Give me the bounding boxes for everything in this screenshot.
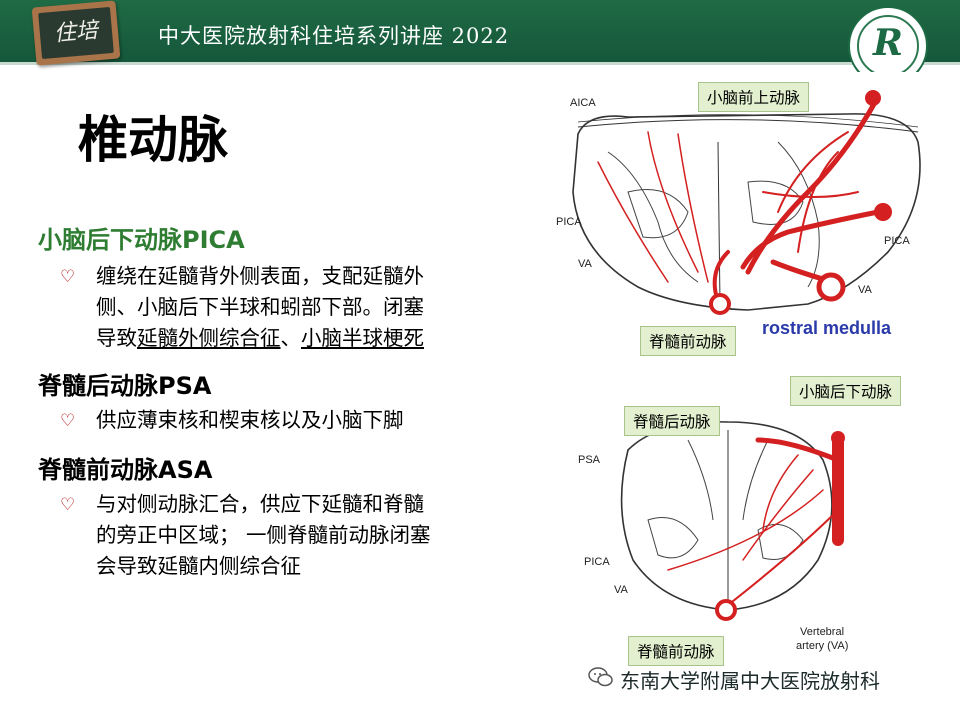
rostral-medulla-diagram	[548, 72, 948, 362]
diagram-caption: rostral medulla	[762, 318, 892, 338]
bullet-pica: ♡ 缠绕在延髓背外侧表面，支配延髓外 侧、小脑后下半球和蚓部下部。闭塞 导致延髓…	[38, 261, 548, 354]
sca-vessel-end	[865, 90, 881, 106]
label-box-asa-bottom: 脊髓前动脉	[628, 636, 724, 666]
underlined-term: 延髓外侧综合征	[137, 326, 281, 350]
bullet-line: 供应薄束核和楔束核以及小脑下脚	[96, 408, 404, 432]
medulla-outline	[572, 113, 921, 311]
footer-watermark: 东南大学附属中大医院放射科	[620, 669, 880, 693]
section-heading-psa: 脊髓后动脉PSA	[38, 372, 212, 400]
label-va: VA	[614, 584, 628, 596]
badge-text: 住培	[38, 6, 114, 60]
logo-letter: R	[873, 22, 903, 64]
caudal-medulla-diagram	[568, 400, 898, 650]
section-heading-asa: 脊髓前动脉ASA	[38, 456, 213, 484]
section-heading-pica: 小脑后下动脉PICA	[38, 226, 245, 254]
pica-vessel-end	[831, 431, 845, 445]
header-divider	[0, 62, 960, 65]
bullet-line: 与对侧动脉汇合，供应下延髓和脊髓	[96, 492, 424, 516]
bullet-line: 侧、小脑后下半球和蚓部下部。闭塞	[96, 295, 424, 319]
label-vertebral-2: artery (VA)	[796, 640, 849, 652]
label-box-psa: 脊髓后动脉	[624, 406, 720, 436]
asa-vessel-ring	[709, 293, 731, 315]
bullet-line: 导致延髓外侧综合征、小脑半球梗死	[96, 323, 548, 354]
bullet-line: 的旁正中区域； 一侧脊髓前动脉闭塞	[96, 523, 431, 547]
artery-branches	[667, 434, 844, 606]
label-psa: PSA	[578, 454, 601, 466]
medulla-outline	[620, 421, 833, 611]
label-vertebral-1: Vertebral	[800, 626, 845, 638]
label-va-left: VA	[578, 258, 592, 270]
bullet-line-text: 导致	[96, 326, 137, 350]
wechat-icon	[588, 667, 613, 687]
label-box-asa-top: 脊髓前动脉	[640, 326, 736, 356]
heart-bullet-icon: ♡	[60, 411, 76, 431]
bullet-psa: ♡ 供应薄束核和楔束核以及小脑下脚	[38, 405, 548, 436]
underlined-term: 小脑半球梗死	[301, 326, 424, 350]
label-pica-left: PICA	[556, 216, 582, 228]
label-box-pica: 小脑后下动脉	[790, 376, 902, 406]
pica-vessel-end	[874, 203, 892, 221]
label-pica-right: PICA	[884, 235, 910, 247]
label-aica: AICA	[570, 97, 596, 109]
va-vessel-ring	[816, 272, 846, 302]
content-body: 小脑后下动脉PICA ♡ 缠绕在延髓背外侧表面，支配延髓外 侧、小脑后下半球和蚓…	[38, 220, 548, 582]
bullet-line: 缠绕在延髓背外侧表面，支配延髓外	[96, 264, 424, 288]
chalkboard-badge: 住培	[31, 0, 121, 66]
heart-bullet-icon: ♡	[60, 495, 76, 515]
label-box-sca: 小脑前上动脉	[698, 82, 810, 112]
bullet-asa: ♡ 与对侧动脉汇合，供应下延髓和脊髓 的旁正中区域； 一侧脊髓前动脉闭塞 会导致…	[38, 489, 548, 582]
label-va-right: VA	[858, 284, 872, 296]
heart-bullet-icon: ♡	[60, 267, 76, 287]
asa-vessel-ring	[715, 599, 737, 621]
separator: 、	[280, 326, 302, 350]
bullet-line: 会导致延髓内侧综合征	[96, 554, 301, 578]
header-bar	[0, 0, 960, 62]
page-title: 椎动脉	[78, 111, 228, 169]
label-pica: PICA	[584, 556, 610, 568]
header-title: 中大医院放射科住培系列讲座 2022	[158, 24, 510, 48]
